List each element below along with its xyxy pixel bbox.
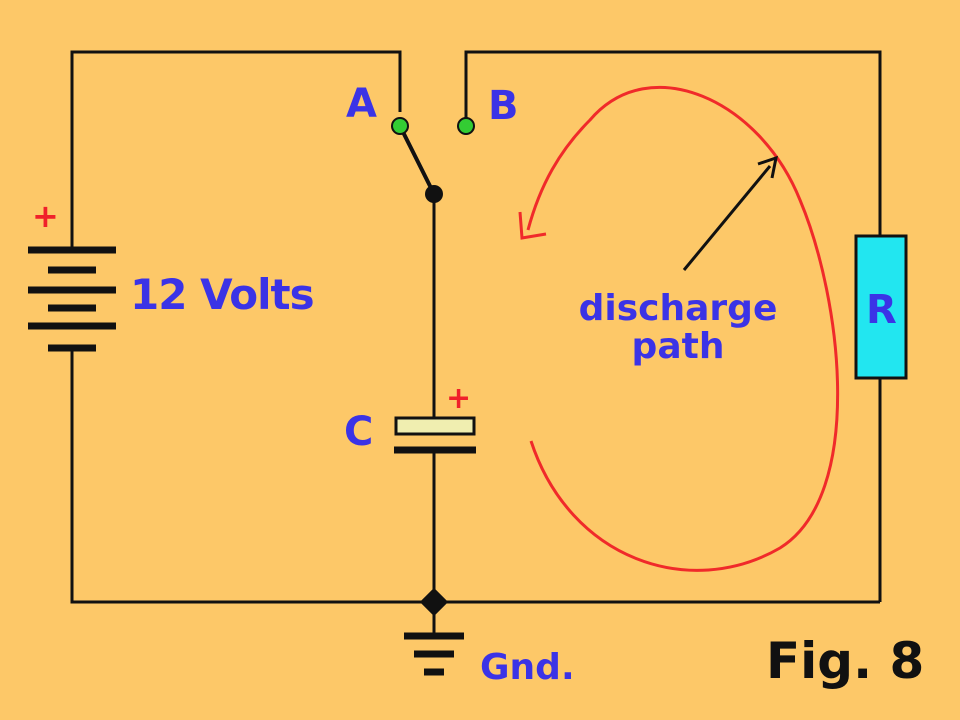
label-discharge-path: discharge path	[578, 288, 778, 367]
label-resistor: R	[866, 287, 897, 333]
switch-pivot-node	[425, 185, 443, 203]
wire-left-bottom	[70, 350, 880, 604]
capacitor-symbol	[394, 416, 476, 602]
capacitor-positive-plate	[394, 416, 476, 436]
switch-lever	[398, 125, 436, 195]
terminal-b-dot	[457, 117, 475, 135]
ground-symbol	[404, 587, 464, 676]
discharge-arrowhead	[518, 211, 547, 240]
wire-top-right	[464, 50, 882, 236]
label-switch-a: A	[346, 81, 377, 127]
label-capacitor: C	[344, 409, 374, 455]
figure-label: Fig. 8	[766, 632, 925, 690]
label-switch-b: B	[488, 83, 519, 129]
terminal-a-dot	[391, 117, 409, 135]
resistor-body	[854, 234, 908, 380]
battery-plus-sign: +	[32, 197, 59, 235]
battery-symbol	[28, 246, 116, 352]
capacitor-plus-sign: +	[446, 381, 472, 416]
switch	[391, 117, 475, 418]
label-ground: Gnd.	[480, 647, 575, 688]
discharge-arc	[526, 85, 840, 572]
pointer-arrow	[682, 155, 778, 271]
label-battery-voltage: 12 Volts	[130, 270, 315, 319]
wire-top-left	[70, 50, 402, 248]
